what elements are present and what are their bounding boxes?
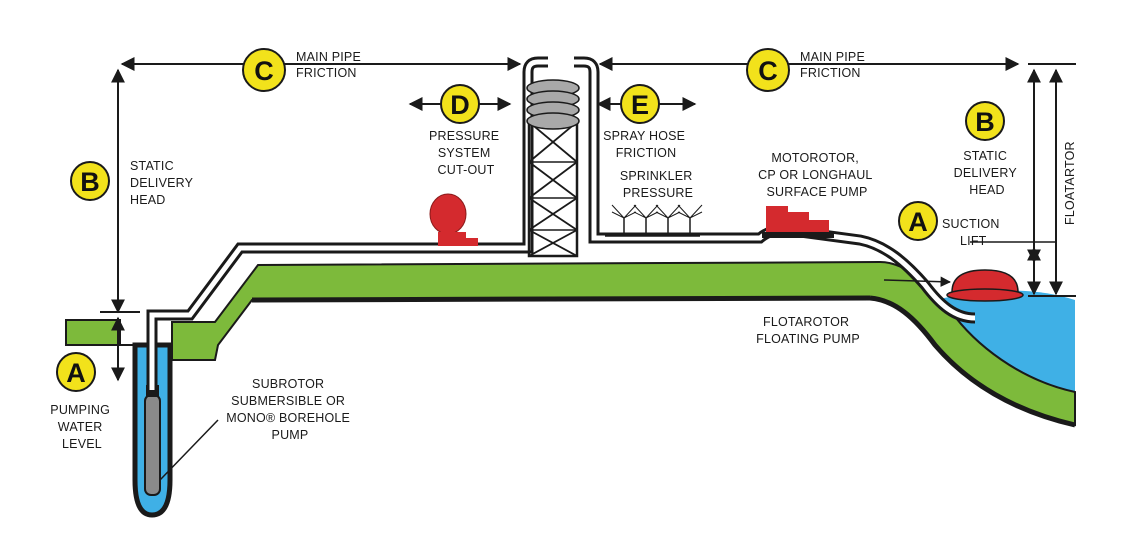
suction-lift-label: SUCTION LIFT <box>942 217 1003 248</box>
svg-text:C: C <box>758 56 778 86</box>
badge-c-left: C <box>242 48 286 92</box>
svg-text:A: A <box>66 358 86 388</box>
submersible-pump <box>144 394 161 496</box>
main-pipe-friction-right-label: MAIN PIPE FRICTION <box>800 50 869 80</box>
ground-edge <box>869 295 1076 428</box>
svg-text:E: E <box>631 90 649 120</box>
hose-reel <box>526 79 580 130</box>
pumping-water-level-label: PUMPING WATER LEVEL <box>50 403 113 451</box>
svg-text:B: B <box>975 107 995 137</box>
static-head-left-label: STATIC DELIVERY HEAD <box>130 159 197 207</box>
svg-text:D: D <box>450 90 470 120</box>
motorotor-label: MOTOROTOR, CP OR LONGHAUL SURFACE PUMP <box>758 151 876 199</box>
svg-text:B: B <box>80 167 100 197</box>
ground-bottom-line <box>251 295 871 303</box>
subrotor-label: SUBROTOR SUBMERSIBLE OR MONO® BOREHOLE P… <box>226 377 354 442</box>
main-pipe-friction-left-label: MAIN PIPE FRICTION <box>296 50 365 80</box>
hose-reel-tower <box>526 79 580 258</box>
subrotor-pointer <box>159 419 219 481</box>
pressure-cutout-label: PRESSURE SYSTEM CUT-OUT <box>429 129 503 177</box>
static-head-right-label: STATIC DELIVERY HEAD <box>954 149 1021 197</box>
pressure-tank <box>429 193 478 246</box>
badge-a-right: A <box>898 201 938 241</box>
badge-a-left: A <box>56 352 96 392</box>
flotarotor-label: FLOTAROTOR FLOATING PUMP <box>756 315 860 346</box>
badge-d: D <box>440 84 480 124</box>
badge-b-left: B <box>70 161 110 201</box>
floating-pump <box>946 269 1024 302</box>
svg-text:A: A <box>908 207 928 237</box>
flotarotor-pointer <box>883 276 952 287</box>
spray-hose-friction-label: SPRAY HOSE FRICTION <box>603 129 689 160</box>
floatartor-label: FLOATARTOR <box>1063 141 1077 225</box>
sprinklers <box>605 204 703 237</box>
badge-c-right: C <box>746 48 790 92</box>
surface-pump <box>762 206 834 238</box>
badge-e: E <box>620 84 660 124</box>
badge-b-right: B <box>965 101 1005 141</box>
svg-text:C: C <box>254 56 274 86</box>
sprinkler-pressure-label: SPRINKLER PRESSURE <box>620 169 696 200</box>
